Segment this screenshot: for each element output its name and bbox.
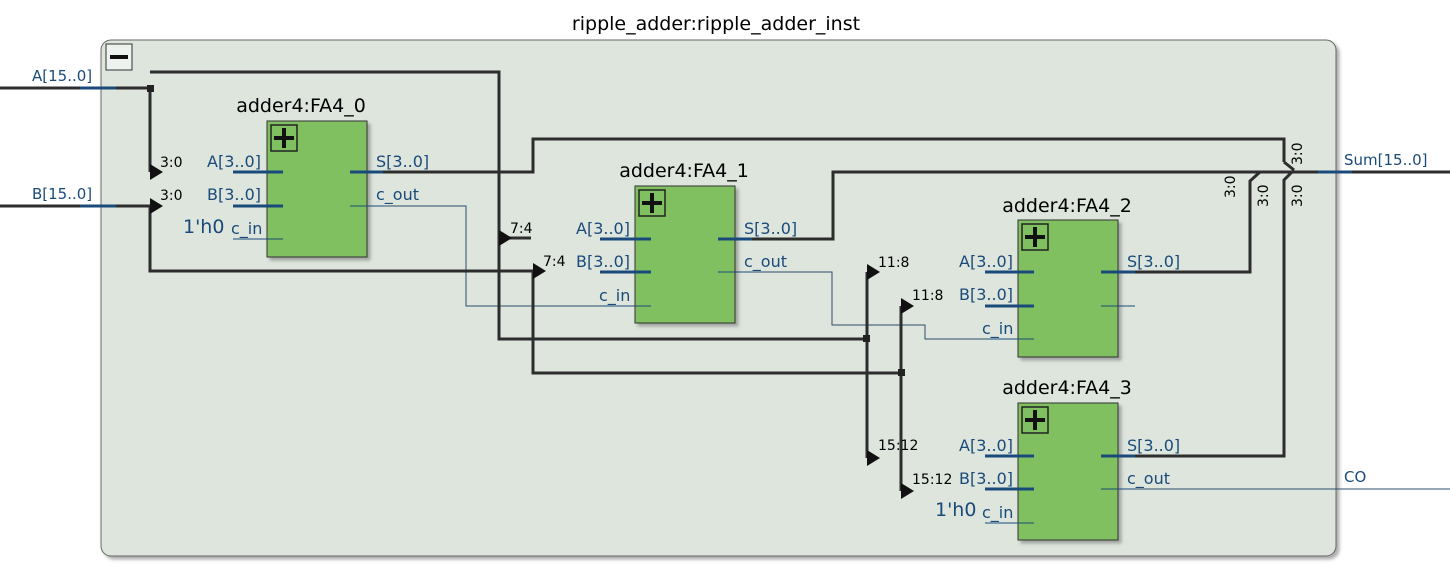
pin-label: c_in <box>982 319 1013 339</box>
pin-label: B[3..0] <box>959 285 1013 304</box>
pin-label: A[3..0] <box>207 152 261 171</box>
slice-label: 7:4 <box>510 221 533 237</box>
minus-icon <box>110 55 128 59</box>
block-title: adder4:FA4_2 <box>1002 195 1132 217</box>
b-bus-trunk[interactable] <box>148 206 533 273</box>
plus-icon[interactable] <box>638 189 666 217</box>
arrow-fa1-a <box>499 230 512 246</box>
slice-label: 15:12 <box>912 472 952 488</box>
block-title: adder4:FA4_1 <box>619 160 749 182</box>
slice-label: 3:0 <box>1223 175 1239 198</box>
const-label: 1'h0 <box>935 499 976 521</box>
pin-label: c_out <box>1127 469 1170 489</box>
sum-bus-join <box>1283 160 1295 172</box>
arrow-fa0-b <box>150 198 163 214</box>
slice-label: 11:8 <box>912 288 943 304</box>
slice-label: 3:0 <box>1290 184 1306 207</box>
port-a-label[interactable]: A[15..0] <box>32 67 92 85</box>
pin-label: S[3..0] <box>1127 252 1180 271</box>
pin-label: c_in <box>982 503 1013 523</box>
adder-block-fa4-2[interactable]: adder4:FA4_2 A[3..0] B[3..0] c_in S[3..0… <box>959 195 1180 358</box>
block-title: adder4:FA4_3 <box>1002 377 1132 399</box>
b-bus-lower[interactable] <box>531 271 901 375</box>
junction-dot <box>898 369 905 376</box>
pin-label: B[3..0] <box>207 185 261 204</box>
adder-block-fa4-1[interactable]: adder4:FA4_1 A[3..0] B[3..0] c_in S[3..0… <box>576 160 797 324</box>
pin-label: B[3..0] <box>576 252 630 271</box>
collapse-button[interactable] <box>105 43 133 71</box>
sum-bus-fa0[interactable] <box>350 137 1286 174</box>
port-b-label[interactable]: B[15..0] <box>32 185 92 203</box>
arrow-fa3-a <box>867 450 880 466</box>
pin-label: c_out <box>376 185 419 205</box>
plus-icon[interactable] <box>270 124 298 152</box>
pin-label: S[3..0] <box>376 152 429 171</box>
pin-label: A[3..0] <box>959 436 1013 455</box>
block-title: adder4:FA4_0 <box>236 95 366 117</box>
arrow-fa2-a <box>867 264 880 280</box>
pin-label: c_in <box>231 219 262 239</box>
port-co-label[interactable]: CO <box>1344 468 1366 486</box>
pin-label: c_in <box>599 286 630 306</box>
pin-label: A[3..0] <box>959 252 1013 271</box>
slice-label: 3:0 <box>1290 142 1306 165</box>
junction-dot <box>147 85 154 92</box>
junction-dot <box>863 335 870 342</box>
slice-label: 7:4 <box>543 254 566 270</box>
arrow-fa3-b <box>901 483 914 499</box>
carry-wire-1-2[interactable] <box>718 271 1034 340</box>
adder-block-fa4-3[interactable]: adder4:FA4_3 A[3..0] B[3..0] c_in S[3..0… <box>935 377 1180 541</box>
arrow-fa1-b <box>533 263 546 279</box>
instance-title: ripple_adder:ripple_adder_inst <box>572 13 860 35</box>
carry-wire-0-1[interactable] <box>350 205 651 307</box>
sum-bus-fa2[interactable] <box>1101 170 1262 274</box>
slice-label: 3:0 <box>160 188 183 204</box>
plus-icon[interactable] <box>1021 406 1049 434</box>
pin-label: A[3..0] <box>576 219 630 238</box>
pin-label: S[3..0] <box>744 219 797 238</box>
slice-label: 3:0 <box>160 155 183 171</box>
pin-label: B[3..0] <box>959 469 1013 488</box>
arrow-fa0-a <box>150 164 163 180</box>
port-sum-label[interactable]: Sum[15..0] <box>1344 151 1428 169</box>
a-bus-trunk[interactable] <box>150 70 867 341</box>
pin-label: S[3..0] <box>1127 436 1180 455</box>
const-label: 1'h0 <box>183 216 224 238</box>
plus-icon[interactable] <box>1021 223 1049 251</box>
sum-bus-fa3[interactable] <box>1101 168 1296 458</box>
adder-block-fa4-0[interactable]: adder4:FA4_0 A[3..0] B[3..0] c_in S[3..0… <box>183 95 429 258</box>
slice-label: 11:8 <box>878 255 909 271</box>
sum-bus-main[interactable] <box>718 170 1450 241</box>
arrow-fa2-b <box>901 298 914 314</box>
slice-label: 3:0 <box>1256 184 1272 207</box>
pin-label: c_out <box>744 252 787 272</box>
slice-label: 15:12 <box>878 438 918 454</box>
